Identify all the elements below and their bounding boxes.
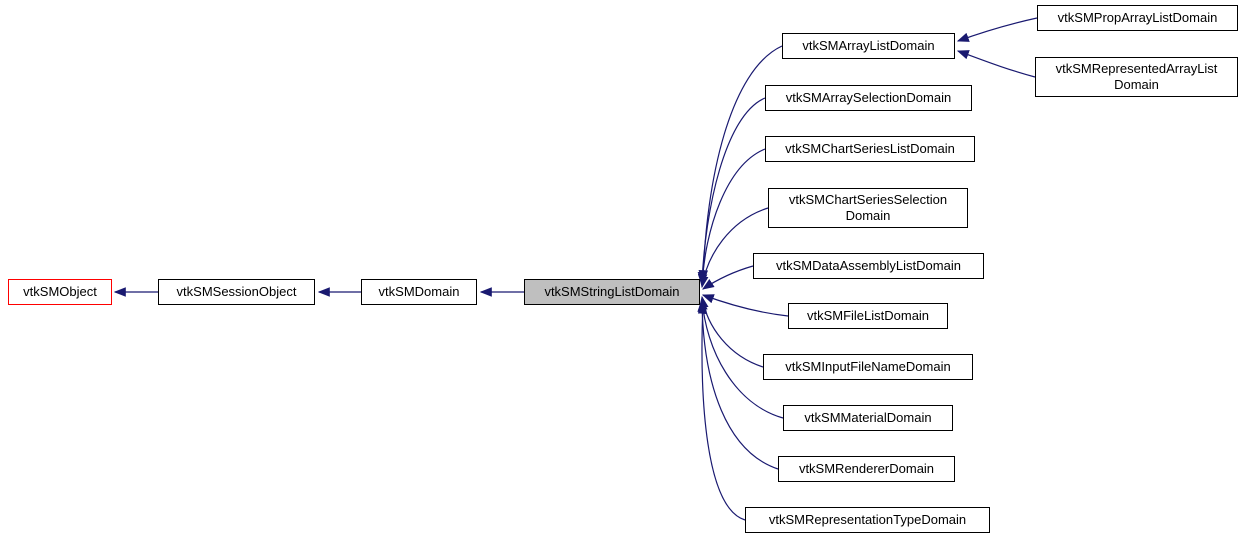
node-vtkSMSessionObject[interactable]: vtkSMSessionObject bbox=[158, 279, 315, 305]
node-vtkSMChartSeriesListDomain[interactable]: vtkSMChartSeriesListDomain bbox=[765, 136, 975, 162]
edge-arrayselectiondomain bbox=[697, 97, 766, 285]
edge-inputfilenamedomain bbox=[699, 295, 764, 368]
edge-filelistdomain bbox=[701, 294, 789, 317]
node-vtkSMArrayListDomain[interactable]: vtkSMArrayListDomain bbox=[782, 33, 955, 59]
node-vtkSMDomain[interactable]: vtkSMDomain bbox=[361, 279, 477, 305]
edge-representedarraylistdomain bbox=[956, 50, 1036, 78]
node-vtkSMRepresentedArrayListDomain[interactable]: vtkSMRepresentedArrayList Domain bbox=[1035, 57, 1238, 97]
node-vtkSMStringListDomain: vtkSMStringListDomain bbox=[524, 279, 700, 305]
node-vtkSMRendererDomain[interactable]: vtkSMRendererDomain bbox=[778, 456, 955, 482]
node-vtkSMObject[interactable]: vtkSMObject bbox=[8, 279, 112, 305]
node-vtkSMFileListDomain[interactable]: vtkSMFileListDomain bbox=[788, 303, 948, 329]
edge-dataassemblylistdomain bbox=[702, 265, 754, 290]
edge-rendererdomain bbox=[697, 299, 779, 470]
node-vtkSMDataAssemblyListDomain[interactable]: vtkSMDataAssemblyListDomain bbox=[753, 253, 984, 279]
node-vtkSMRepresentationTypeDomain[interactable]: vtkSMRepresentationTypeDomain bbox=[745, 507, 990, 533]
edge-chartseriesselectiondomain bbox=[698, 207, 769, 289]
node-vtkSMPropArrayListDomain[interactable]: vtkSMPropArrayListDomain bbox=[1037, 5, 1238, 31]
edge-proparraylistdomain bbox=[956, 17, 1038, 42]
node-vtkSMChartSeriesSelectionDomain[interactable]: vtkSMChartSeriesSelection Domain bbox=[768, 188, 968, 228]
edge-arraylistdomain bbox=[698, 45, 783, 283]
edge-chartserieslistdomain bbox=[697, 148, 766, 287]
node-vtkSMMaterialDomain[interactable]: vtkSMMaterialDomain bbox=[783, 405, 953, 431]
edge-materialdomain bbox=[698, 297, 784, 419]
node-vtkSMArraySelectionDomain[interactable]: vtkSMArraySelectionDomain bbox=[765, 85, 972, 111]
node-vtkSMInputFileNameDomain[interactable]: vtkSMInputFileNameDomain bbox=[763, 354, 973, 380]
edge-representationtypedomain bbox=[697, 301, 746, 521]
